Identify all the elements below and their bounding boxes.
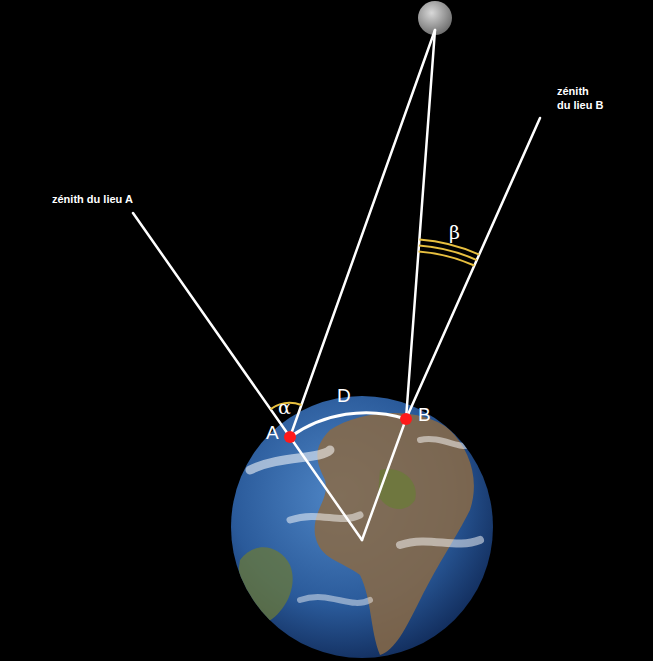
earth-globe xyxy=(231,396,493,658)
point-b-dot xyxy=(400,413,412,425)
point-label: B xyxy=(418,404,431,426)
angle-beta-mark xyxy=(418,251,474,265)
point-label: A xyxy=(266,422,279,444)
angle-marks xyxy=(270,239,479,409)
arc-d xyxy=(290,413,406,437)
point-a-dot xyxy=(284,431,296,443)
sight-line-a xyxy=(290,30,435,437)
zenith-label: zénith du lieu B xyxy=(557,85,604,113)
radius-a xyxy=(290,437,362,540)
angle-label: β xyxy=(449,221,460,243)
distance-label: D xyxy=(337,385,351,407)
sight-line-b xyxy=(406,30,435,419)
radius-b xyxy=(362,419,406,540)
zenith-label: zénith du lieu A xyxy=(52,193,133,207)
angle-beta-mark xyxy=(419,245,477,260)
angle-label: α xyxy=(278,396,291,418)
earth-surface xyxy=(239,413,480,655)
zenith-line-a xyxy=(133,213,290,437)
